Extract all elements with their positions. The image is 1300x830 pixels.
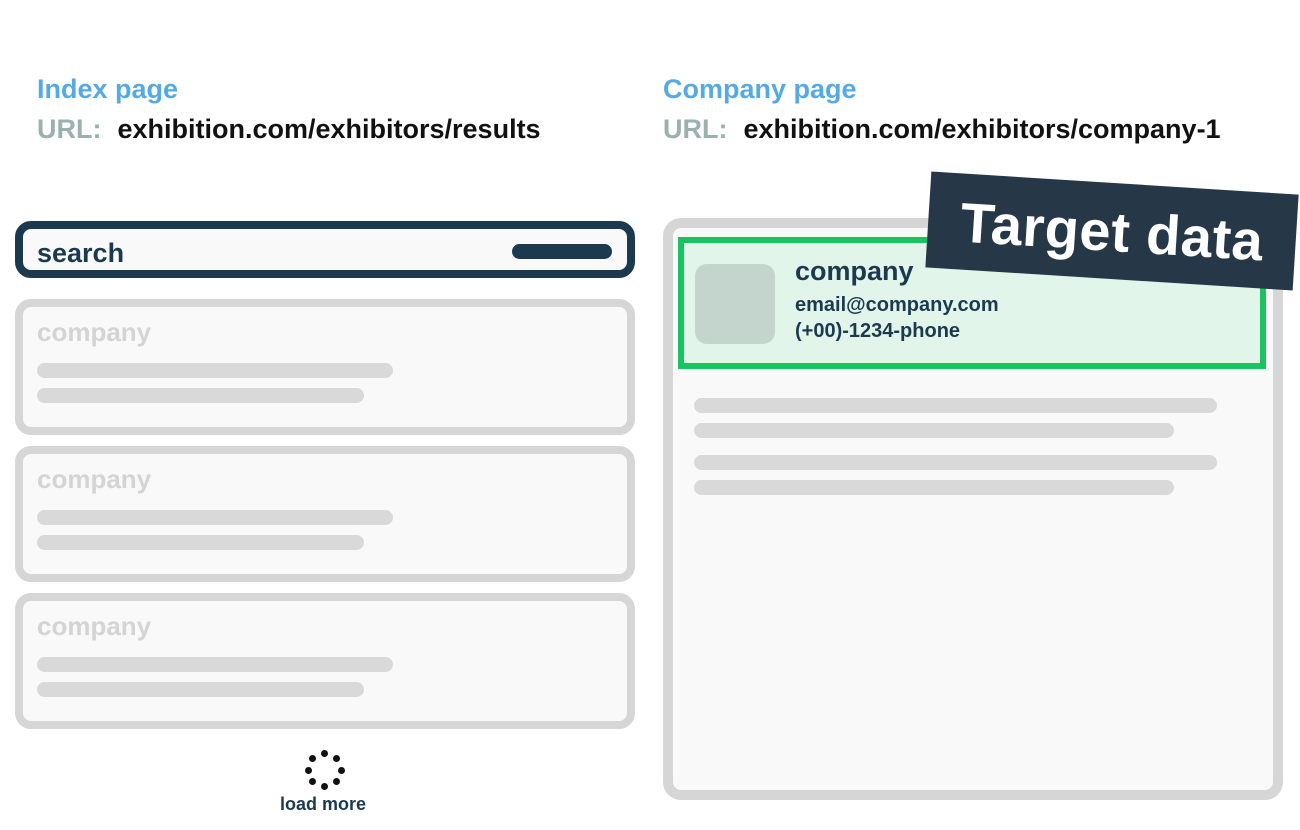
company-logo-placeholder	[695, 264, 775, 344]
result-card[interactable]: company	[15, 593, 635, 729]
search-button[interactable]	[512, 244, 612, 259]
company-url-value: exhibition.com/exhibitors/company-1	[743, 114, 1221, 144]
placeholder-line	[37, 363, 393, 378]
result-card[interactable]: company	[15, 299, 635, 435]
placeholder-line	[37, 510, 393, 525]
loading-spinner-icon	[305, 750, 345, 790]
company-name: company	[795, 256, 914, 286]
company-page-title: Company page	[663, 74, 857, 104]
placeholder-line	[694, 398, 1217, 413]
placeholder-line	[37, 535, 364, 550]
placeholder-line	[37, 388, 364, 403]
placeholder-line	[694, 423, 1174, 438]
index-page-url-line: URL: exhibition.com/exhibitors/results	[37, 114, 541, 145]
target-data-label: Target data	[958, 190, 1266, 272]
result-company-name: company	[37, 611, 152, 641]
result-company-name: company	[37, 317, 152, 347]
index-url-label: URL:	[37, 114, 102, 144]
company-email: email@company.com	[795, 294, 999, 316]
placeholder-line	[37, 682, 364, 697]
placeholder-line	[694, 455, 1217, 470]
load-more-button[interactable]: load more	[280, 794, 367, 814]
index-page-title: Index page	[37, 74, 179, 104]
placeholder-line	[37, 657, 393, 672]
result-company-name: company	[37, 464, 152, 494]
company-url-label: URL:	[663, 114, 728, 144]
company-page-url-line: URL: exhibition.com/exhibitors/company-1	[663, 114, 1221, 145]
result-card[interactable]: company	[15, 446, 635, 582]
search-label: search	[37, 238, 125, 268]
search-bar[interactable]: search	[15, 221, 635, 278]
placeholder-line	[694, 480, 1174, 495]
company-phone: (+00)-1234-phone	[795, 320, 961, 342]
index-url-value: exhibition.com/exhibitors/results	[117, 114, 541, 144]
